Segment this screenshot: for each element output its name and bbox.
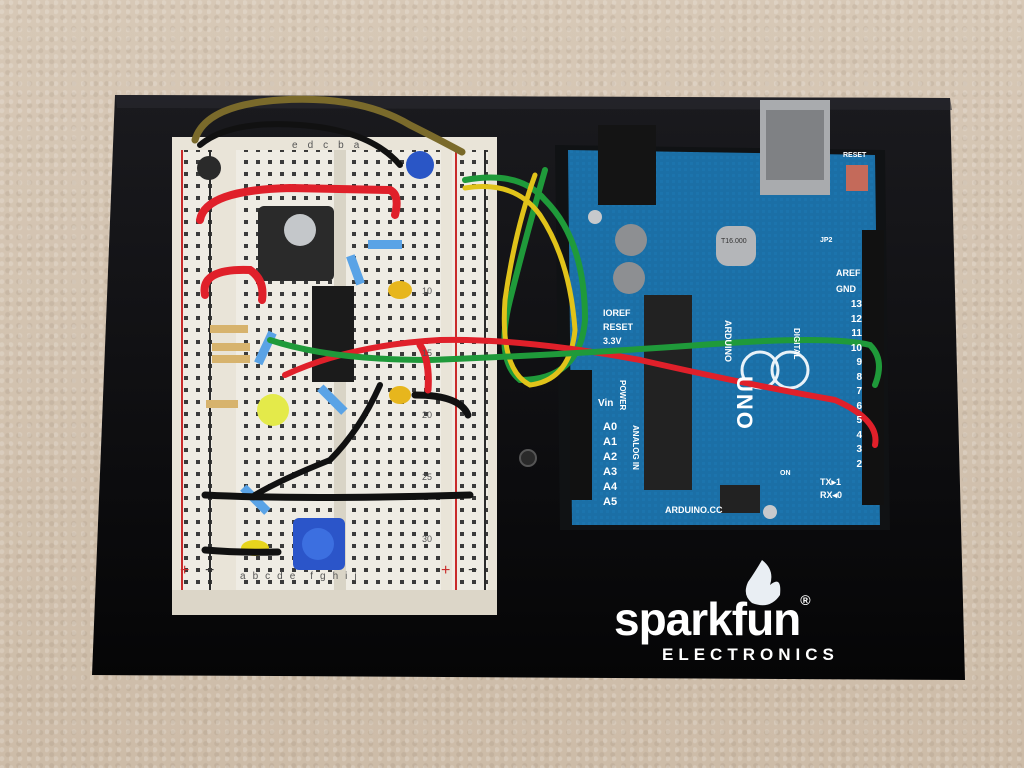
black-wire (201, 546, 282, 556)
resistor (212, 355, 250, 363)
red-long-wire (282, 336, 879, 448)
components (197, 151, 434, 570)
arduino-ioref-label: IOREF (603, 308, 631, 318)
arduino-digital-label: DIGITAL (792, 328, 801, 360)
black-wire (411, 391, 472, 419)
capacitor (615, 224, 647, 256)
arduino-tx-pin: TX▸1 (820, 477, 842, 487)
ceramic-capacitor (389, 386, 411, 404)
arduino-analog-label: ANALOG IN (631, 425, 640, 470)
arduino-analog-pins: A0 A1 A2 A3 A4 A5 (603, 421, 618, 508)
arduino-aref-label: AREF (836, 268, 861, 278)
arduino-digital-pins: 13 12 11 10 9 8 7 6 5 4 3 2 (850, 299, 862, 470)
arduino-brand-label: ARDUINO (723, 320, 733, 362)
resistor (346, 254, 365, 286)
arduino-website-label: ARDUINO.CC (665, 505, 723, 515)
screw (519, 449, 537, 467)
black-wire (201, 491, 474, 501)
red-wire (416, 341, 432, 394)
black-wire (197, 121, 403, 168)
arduino-reset-button-label: RESET (843, 152, 867, 159)
resistor (317, 384, 348, 415)
resistor (210, 325, 248, 333)
yellow-led (257, 394, 289, 426)
arduino-uno-label: UNO (732, 376, 757, 431)
crystal (716, 226, 756, 266)
arduino-jp2-label: JP2 (820, 237, 833, 244)
arduino-reset-label: RESET (603, 322, 634, 332)
arduino-vin-label: Vin (598, 398, 614, 409)
sparkfun-flame-icon (745, 560, 781, 606)
capacitor (613, 262, 645, 294)
power-header (570, 370, 592, 500)
ceramic-capacitor (388, 281, 412, 299)
yellow-wire (462, 172, 578, 388)
breadboard-minus-right: − (468, 562, 478, 579)
green-long-wire (267, 337, 882, 388)
resistor (368, 240, 402, 249)
breadboard-minus-left: − (205, 562, 215, 579)
arduino-3v3-label: 3.3V (603, 336, 622, 346)
breadboard-column-letters-top: edcba (292, 140, 370, 151)
arduino-rx-pin: RX◂0 (820, 490, 843, 500)
screw (588, 210, 602, 224)
capacitor (197, 156, 221, 180)
crystal-label: T16.000 (721, 238, 747, 245)
breadboard-row-numbers: 10 15 20 25 30 (422, 286, 433, 544)
red-wire (196, 183, 401, 224)
microcontroller-chip (644, 295, 692, 490)
digital-header (862, 230, 884, 505)
breadboard-plus-right: + (441, 562, 451, 579)
arduino-gnd-label: GND (836, 284, 856, 294)
blue-led (406, 151, 434, 179)
arduino-board (555, 100, 890, 530)
reset-button (846, 165, 868, 191)
resistor (212, 343, 250, 351)
red-wire (200, 265, 267, 304)
brand-registered-mark: ® (800, 592, 810, 608)
brand-subtitle: ELECTRONICS (662, 645, 839, 664)
ic-chip (312, 286, 354, 382)
jumper-wires (191, 95, 882, 556)
resistor (206, 400, 238, 408)
brown-wire (191, 95, 466, 156)
black-wire (252, 382, 383, 498)
icsp-header (720, 485, 760, 513)
dc-jack (598, 125, 656, 205)
arduino-power-label: POWER (618, 380, 627, 411)
screw (763, 505, 777, 519)
breadboard-plus-left: + (180, 562, 190, 579)
brand-name: sparkfun® (614, 592, 811, 645)
arduino-on-label: ON (780, 470, 791, 477)
